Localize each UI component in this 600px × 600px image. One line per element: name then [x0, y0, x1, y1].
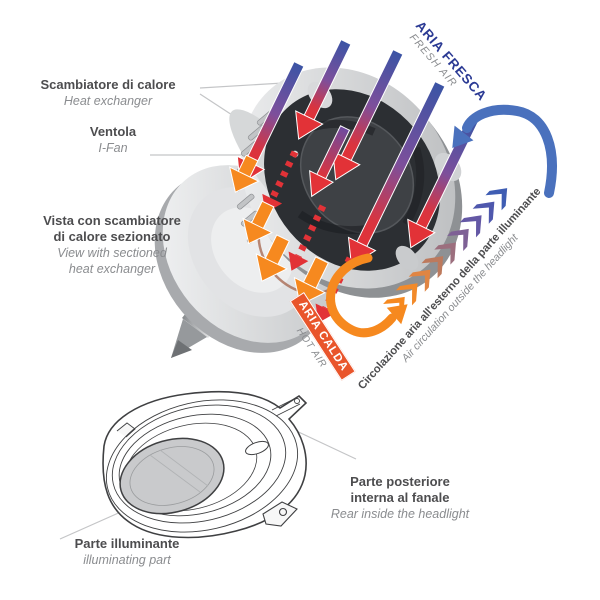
sectioned-view-label: Vista con scambiatore di calore sezionat… — [22, 213, 202, 277]
fan-label-it: Ventola — [89, 124, 137, 139]
rear-headlight-label-en: Rear inside the headlight — [330, 507, 470, 521]
chevron-arrow-icon — [459, 215, 482, 238]
illuminating-part-label: Parte illuminante illuminating part — [47, 536, 207, 568]
rear-headlight-label-it1: Parte posteriore — [350, 474, 450, 489]
heat-exchanger-label-it: Scambiatore di calore — [40, 77, 176, 92]
chevron-arrow-icon — [408, 269, 431, 292]
fan-label: Ventola I-Fan — [53, 124, 173, 156]
rear-headlight-label-it2: interna al fanale — [350, 490, 450, 505]
illuminating-part-label-it: Parte illuminante — [74, 536, 180, 551]
return-air-curved-arrow — [452, 104, 557, 198]
circulation-chevron-arrows — [383, 188, 508, 320]
sectioned-view-label-en1: View with sectioned — [57, 246, 167, 260]
sectioned-view-label-it2: di calore sezionato — [53, 229, 171, 244]
chevron-arrow-icon — [485, 188, 508, 211]
fresh-air-arrows — [236, 38, 479, 267]
hot-air-arrows — [229, 154, 329, 306]
chevron-arrow-icon — [421, 256, 444, 279]
sectioned-view-label-it1: Vista con scambiatore — [43, 213, 181, 228]
chevron-arrow-icon — [472, 201, 495, 224]
chevron-arrow-icon — [447, 228, 469, 252]
chevron-arrow-icon — [395, 283, 418, 306]
sectioned-view-label-en2: heat exchanger — [68, 262, 156, 276]
chevron-arrow-icon — [383, 296, 405, 320]
fan-label-en: I-Fan — [98, 141, 128, 155]
chevron-arrow-icon — [434, 242, 456, 265]
rear-headlight-label: Parte posteriore interna al fanale Rear … — [300, 474, 500, 522]
illuminating-part-label-en: illuminating part — [83, 553, 171, 567]
headlight-sketch — [102, 390, 308, 539]
heat-exchanger-label-en: Heat exchanger — [63, 94, 153, 108]
heat-exchanger-label: Scambiatore di calore Heat exchanger — [18, 77, 198, 109]
led-bulb-illustration — [154, 67, 463, 358]
